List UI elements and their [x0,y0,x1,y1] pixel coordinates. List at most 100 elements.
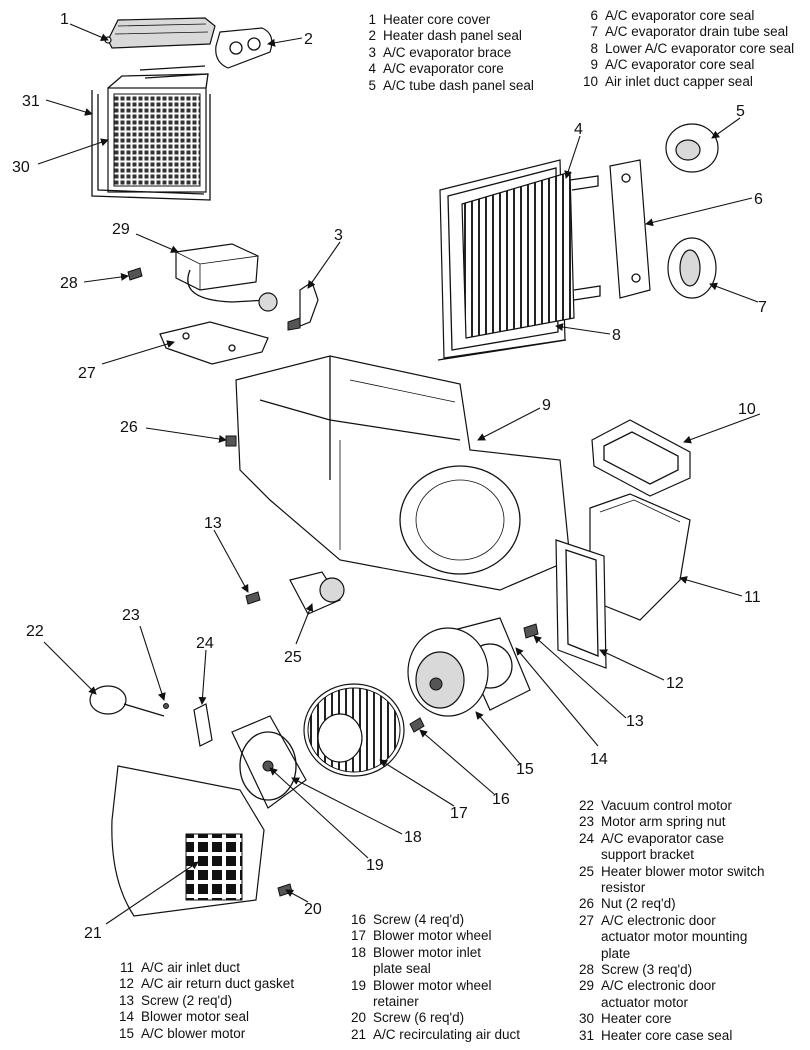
legend-label-cont: retainer [373,994,419,1010]
legend-label: Screw (6 req'd) [373,1010,465,1026]
motor-arm-spring-nut [163,703,169,709]
air-return-duct-gasket [555,539,607,669]
legend-label: A/C electronic door [601,912,716,928]
heater-core-cover [104,17,216,49]
leader-lines [37,23,761,925]
screw-16 [409,717,425,733]
legend-label: Motor arm spring nut [601,814,726,830]
legend-row: 1 Heater core cover [366,12,534,28]
legend-label-cont: resistor [601,880,646,896]
legend-label: Lower A/C evaporator core seal [605,40,795,56]
legend-row-cont: actuator motor mounting [576,929,765,945]
legend-row-cont: plate [576,946,765,962]
callout-3: 3 [334,227,343,244]
legend-num: 19 [350,977,366,993]
heater-core [107,65,209,193]
callout-18: 18 [404,829,422,846]
callout-31: 31 [22,93,40,110]
callout-4: 4 [574,121,583,138]
legend-num: 10 [582,73,598,89]
legend-num: 21 [350,1026,366,1042]
callout-29: 29 [112,221,130,238]
legend-num: 4 [368,61,376,77]
callout-15: 15 [516,761,534,778]
evaporator-core [461,171,601,339]
blower-switch-resistor [289,571,345,615]
legend-num: 5 [368,77,376,93]
legend-label-cont: plate seal [373,961,431,977]
legend-num: 18 [350,944,366,960]
callout-28: 28 [60,275,78,292]
legend-row: 23 Motor arm spring nut [576,814,765,830]
legend-label-cont: support bracket [601,847,695,863]
callout-21: 21 [84,925,102,942]
callout-9: 9 [542,397,551,414]
legend-num: 9 [590,57,598,73]
legend-num: 28 [578,962,594,978]
legend-num: 30 [578,1011,594,1027]
legend-num: 17 [350,928,366,944]
legend-label: Heater blower motor switch [601,863,765,879]
legend-row: 12 A/C air return duct gasket [116,976,294,992]
callout-23: 23 [122,607,140,624]
legend-label: A/C evaporator case [601,830,725,846]
legend-label: Heater dash panel seal [383,28,522,44]
legend-label: Blower motor seal [141,1009,250,1025]
legend-num: 12 [118,976,134,992]
legend-label: Heater core case seal [601,1027,733,1043]
legend-row-cont: support bracket [576,847,765,863]
legend-num: 23 [578,814,594,830]
legend-label: Nut (2 req'd) [601,896,676,912]
legend-label: A/C air return duct gasket [141,976,295,992]
callout-13a: 13 [204,515,222,532]
drain-tube-seal [667,237,717,299]
legend-num: 3 [368,44,376,60]
callout-30: 30 [12,159,30,176]
callout-2: 2 [304,31,313,48]
legend-row-cont: actuator motor [576,995,765,1011]
nut-26 [225,435,237,447]
callout-25: 25 [284,649,302,666]
legend-label: A/C evaporator brace [383,44,512,60]
callout-16: 16 [492,791,510,808]
callout-20: 20 [304,901,322,918]
callout-6: 6 [754,191,763,208]
blower-motor [407,627,489,717]
actuator-motor [175,243,278,312]
legend-label: A/C evaporator core seal [605,8,755,23]
legend-label: A/C blower motor [141,1025,246,1041]
legend-row-cont: resistor [576,880,765,896]
legend-label: A/C evaporator core [383,61,504,77]
callout-1: 1 [60,11,69,28]
screw-20 [277,883,293,897]
legend-num: 11 [119,960,134,975]
legend-label: A/C electronic door [601,978,716,994]
air-inlet-duct-capper-seal [591,419,691,497]
legend-row-cont: plate seal [348,961,520,977]
legend-num: 1 [368,12,376,27]
callout-labels: 1 2 3 4 5 6 7 8 9 10 11 12 13 13 14 15 1… [12,11,767,942]
legend-num: 24 [578,830,594,846]
legend-label: A/C tube dash panel seal [383,77,534,93]
callout-13b: 13 [626,713,644,730]
screw-13-upper [245,591,261,605]
screw-13-lower [523,623,539,639]
legend-num: 6 [590,8,598,23]
legend-num: 8 [590,40,598,56]
legend-label: Heater core cover [383,12,491,27]
vacuum-control-motor [89,685,165,717]
